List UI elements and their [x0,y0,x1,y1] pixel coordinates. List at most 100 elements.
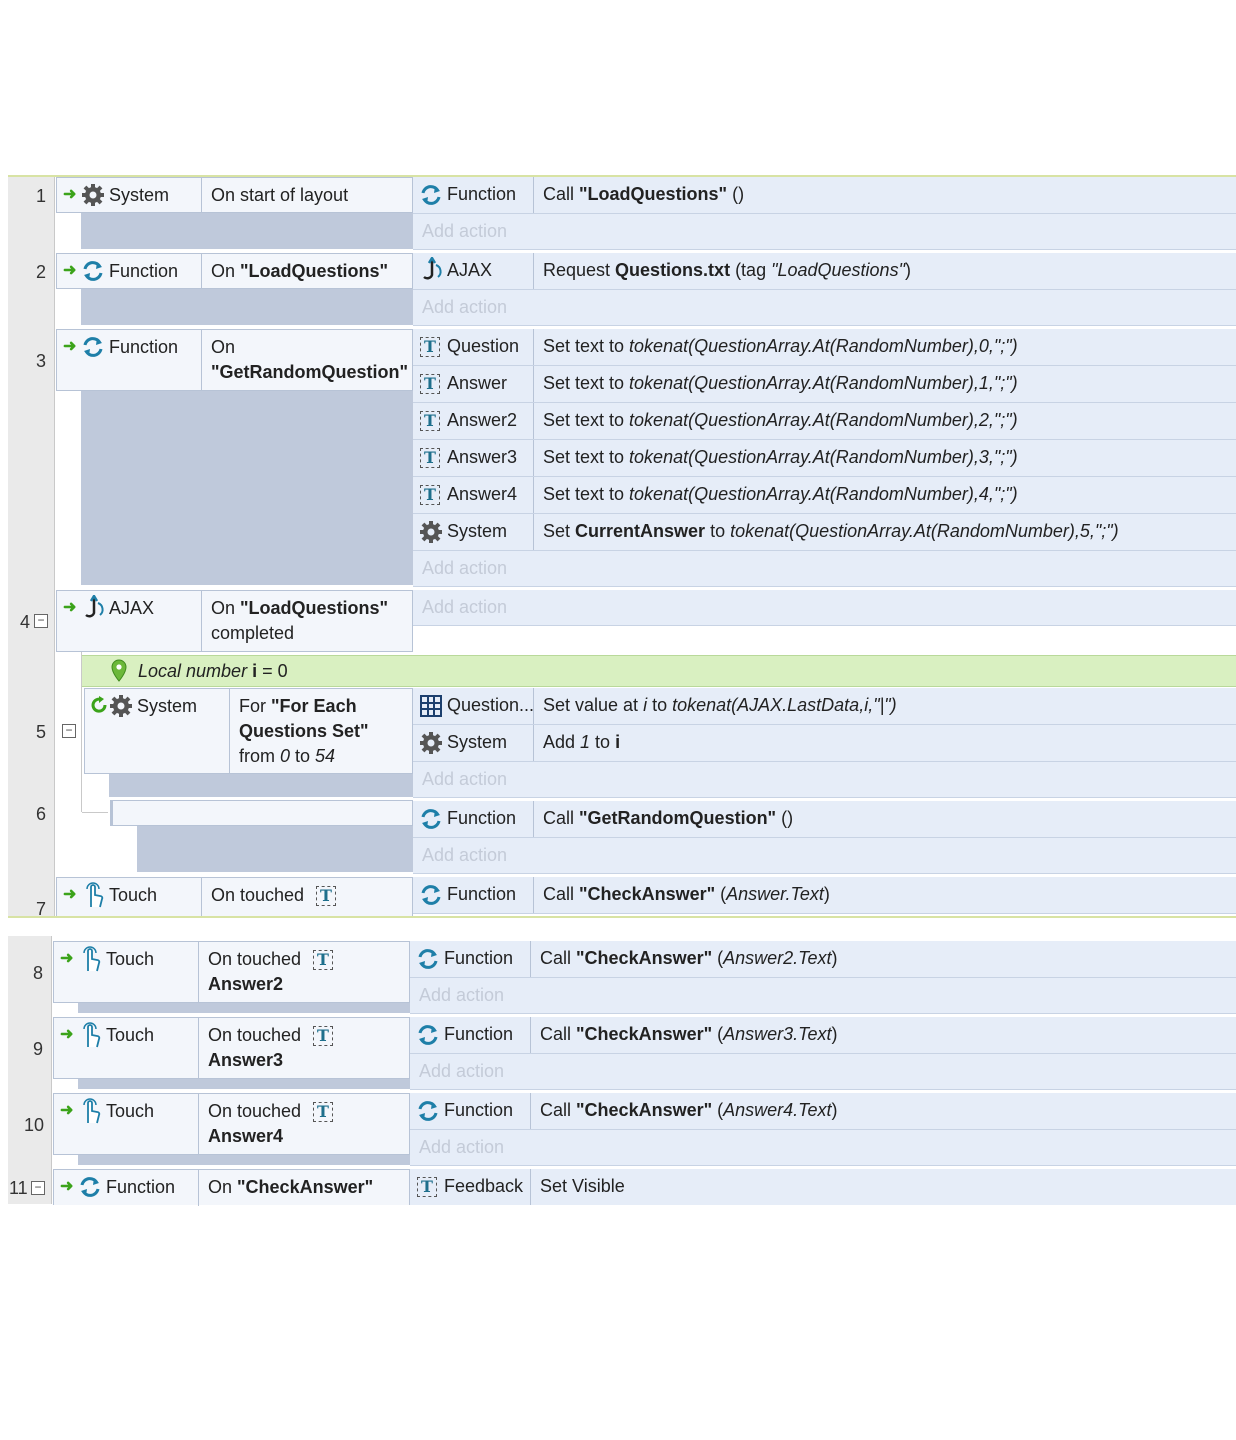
add-action-row[interactable]: Add action [410,978,1236,1014]
green-arrow-icon: ➜ [63,186,77,203]
action-object: Answer4 [447,484,518,504]
event-11-condition[interactable]: ➜ Function On "CheckAnswer" [53,1169,410,1206]
action-divider [533,177,534,213]
function-cycle-icon [81,259,105,288]
action-row[interactable]: Function Call "LoadQuestions" () [413,177,1236,214]
add-action-link[interactable]: Add action [422,597,508,617]
local-variable-row[interactable]: Local number i = 0 [82,655,1236,687]
action-row[interactable]: Function Call "CheckAnswer" (Answer4.Tex… [410,1093,1236,1130]
ajax-icon [421,255,443,288]
add-action-row[interactable]: Add action [413,762,1236,798]
event-number: 5 [36,722,47,742]
action-row[interactable]: T Answer2 Set text to tokenat(QuestionAr… [413,403,1236,440]
add-action-link[interactable]: Add action [422,221,508,241]
action-row[interactable]: System Add 1 to i [413,725,1236,762]
collapse-minus-icon[interactable]: − [34,614,48,628]
event-7-condition[interactable]: ➜ Touch On touched T [56,877,413,918]
action-text: Call "LoadQuestions" () [543,184,745,204]
gutter-line [51,936,52,1204]
action-text: Set text to tokenat(QuestionArray.At(Ran… [543,410,1018,430]
local-variable-text: Local number i = 0 [138,661,288,681]
action-row[interactable]: T Feedback Set Visible [410,1169,1236,1205]
function-cycle-icon [419,183,443,212]
action-divider [530,1169,531,1205]
event-5-condition[interactable]: System For "For Each Questions Set" from… [84,688,413,774]
action-divider [533,440,534,476]
gear-icon [419,731,443,760]
function-cycle-icon [419,807,443,836]
event-3-subshade [81,391,413,585]
condition-text: On touched [208,1025,302,1045]
action-row[interactable]: Function Call "CheckAnswer" (Answer3.Tex… [410,1017,1236,1054]
action-object: Function [444,948,514,968]
action-row[interactable]: T Answer4 Set text to tokenat(QuestionAr… [413,477,1236,514]
event-2-condition[interactable]: ➜ Function On "LoadQuestions" [56,253,413,289]
event-number: 4 [20,612,31,632]
event-9-condition[interactable]: ➜ Touch On touched T Answer3 [53,1017,410,1079]
action-row[interactable]: Function Call "CheckAnswer" (Answer2.Tex… [410,941,1236,978]
add-action-row[interactable]: Add action [413,214,1236,250]
action-divider [530,1017,531,1053]
event-1-subshade [81,213,413,249]
condition-divider [198,1018,199,1078]
collapse-minus-icon[interactable]: − [31,1181,45,1195]
condition-object: Touch [106,1101,155,1121]
action-object: Question... [447,695,535,715]
action-text: Set text to tokenat(QuestionArray.At(Ran… [543,484,1018,504]
add-action-link[interactable]: Add action [422,558,508,578]
add-action-link[interactable]: Add action [422,845,508,865]
touch-hand-icon [83,881,105,914]
event-3-condition[interactable]: ➜ Function On "GetRandomQuestion" [56,329,413,391]
green-arrow-icon: ➜ [60,1102,74,1119]
action-divider [533,366,534,402]
text-object-icon: T [316,886,336,906]
add-action-link[interactable]: Add action [422,769,508,789]
function-cycle-icon [416,947,440,976]
add-action-link[interactable]: Add action [419,1061,505,1081]
condition-divider [201,878,202,918]
add-action-row[interactable]: Add action [410,1054,1236,1090]
event-8-subshade [78,1003,410,1013]
action-row[interactable]: Function Call "GetRandomQuestion" () [413,801,1236,838]
condition-text: On start of layout [211,185,349,205]
text-object-icon: T [417,1177,437,1197]
add-action-row[interactable]: Add action [413,838,1236,874]
event-4-condition[interactable]: ➜ AJAX On "LoadQuestions" completed [56,590,413,652]
action-row[interactable]: Question... Set value at i to tokenat(AJ… [413,688,1236,725]
action-row[interactable]: Function Call "CheckAnswer" (Answer.Text… [413,877,1236,914]
add-action-link[interactable]: Add action [419,985,505,1005]
add-action-row[interactable]: Add action [413,551,1236,587]
action-divider [533,329,534,365]
add-action-link[interactable]: Add action [419,1137,505,1157]
condition-text-line1: For "For Each [239,696,357,716]
action-row[interactable]: T Answer3 Set text to tokenat(QuestionAr… [413,440,1236,477]
action-row[interactable]: System Set CurrentAnswer to tokenat(Ques… [413,514,1236,551]
collapse-minus-icon[interactable]: − [62,724,76,738]
event-8-condition[interactable]: ➜ Touch On touched T Answer2 [53,941,410,1003]
action-object: AJAX [447,260,493,280]
add-action-row[interactable]: Add action [413,590,1236,626]
condition-text: On "CheckAnswer" [208,1177,374,1197]
condition-text-line1: On "LoadQuestions" [211,598,389,618]
action-divider [533,877,534,913]
add-action-row[interactable]: Add action [413,290,1236,326]
condition-object: Touch [109,885,158,905]
condition-object: AJAX [109,598,155,618]
event-1-condition[interactable]: ➜ System On start of layout [56,177,413,213]
event-number: 10 [24,1115,45,1135]
condition-divider [201,591,202,651]
event-number: 7 [36,899,47,919]
event-10-condition[interactable]: ➜ Touch On touched T Answer4 [53,1093,410,1155]
action-row[interactable]: AJAX Request Questions.txt (tag "LoadQue… [413,253,1236,290]
action-object: Function [444,1024,514,1044]
action-text: Call "CheckAnswer" (Answer.Text) [543,884,830,904]
ajax-icon [83,593,105,626]
add-action-row[interactable]: Add action [410,1130,1236,1166]
condition-divider [229,689,230,773]
action-row[interactable]: T Question Set text to tokenat(QuestionA… [413,329,1236,366]
add-action-link[interactable]: Add action [422,297,508,317]
condition-object: Function [109,337,179,357]
event-6-condition[interactable] [110,800,413,826]
action-row[interactable]: T Answer Set text to tokenat(QuestionArr… [413,366,1236,403]
green-arrow-icon: ➜ [60,950,74,967]
